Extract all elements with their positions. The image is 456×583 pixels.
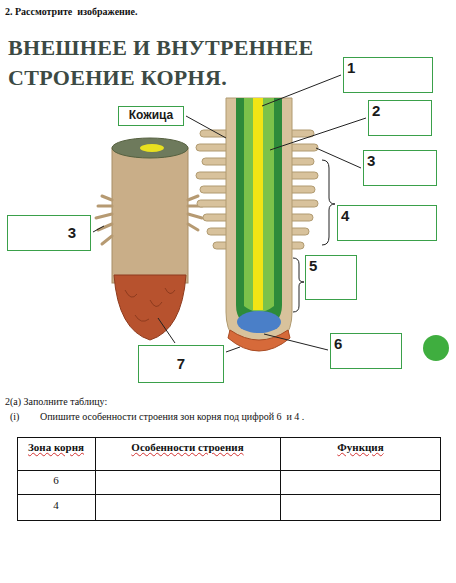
- root-cut: [112, 138, 188, 158]
- green-dot: [423, 335, 449, 361]
- root-hairs: [96, 196, 202, 244]
- table-rule: [95, 437, 96, 521]
- leader-line: [270, 118, 366, 150]
- label-box: 5: [305, 255, 357, 300]
- root-cortex: [236, 98, 282, 329]
- label-box: 6: [330, 333, 402, 369]
- leader-line: [264, 334, 328, 350]
- label-box: 4: [337, 205, 437, 241]
- label-box: 1: [343, 57, 433, 93]
- table-rule: [280, 437, 281, 521]
- table-border: [18, 438, 441, 521]
- callout-number: 1: [347, 59, 429, 76]
- table-header: Зона корня: [20, 441, 92, 454]
- table-cell: 4: [20, 499, 92, 512]
- label-box: 3: [363, 150, 437, 186]
- root-skin: [226, 98, 292, 350]
- callout-number: 5: [309, 257, 353, 274]
- leader-lines: [93, 75, 366, 352]
- callout-number: 7: [177, 355, 185, 372]
- task-heading: 2. Рассмотрите изображение.: [5, 6, 138, 18]
- diagram-title: ВНЕШНЕЕ И ВНУТРЕННЕЕ СТРОЕНИЕ КОРНЯ.: [8, 33, 353, 93]
- leader-line: [262, 75, 341, 106]
- callout-number: Кожица: [129, 109, 174, 123]
- table-rule: [17, 494, 441, 495]
- inner-layer: [244, 98, 274, 312]
- zone-bracket: [322, 160, 335, 245]
- callout-number: 2: [372, 102, 428, 119]
- callout-number: 3: [68, 224, 76, 241]
- callout-number: 4: [341, 207, 433, 224]
- table-cell: 6: [20, 474, 92, 487]
- table-rule: [17, 470, 441, 471]
- callout-number: 3: [367, 152, 433, 169]
- label-box: Кожица: [118, 106, 184, 126]
- task-text: 2(а) Заполните таблицу:: [5, 396, 107, 408]
- root-hair: [196, 144, 230, 151]
- root-hair: [196, 172, 230, 179]
- root-body: [112, 148, 188, 283]
- table-header: Особенности строения: [98, 441, 277, 454]
- cap-texture: [125, 288, 175, 321]
- task-text: Опишите особенности строения зон корня п…: [40, 411, 304, 423]
- leader-line: [226, 347, 240, 352]
- root-cap: [114, 275, 186, 340]
- central-cylinder: [140, 144, 164, 152]
- label-box: 2: [368, 100, 432, 136]
- leader-line: [93, 226, 104, 232]
- callout-number: 6: [334, 335, 398, 352]
- answer-table: [17, 437, 441, 521]
- leader-line: [186, 116, 226, 138]
- leader-line: [316, 148, 361, 168]
- table-header: Функция: [283, 441, 438, 454]
- label-box: 7: [138, 345, 224, 383]
- item-number: (i): [10, 411, 19, 423]
- right-root: [196, 98, 318, 351]
- leader-line: [158, 318, 175, 343]
- root-hair: [197, 200, 230, 207]
- central-cylinder: [253, 98, 263, 310]
- zone-bracket: [293, 258, 304, 312]
- label-box: 3: [7, 215, 91, 251]
- left-root: [96, 138, 202, 340]
- growth-zone: [237, 311, 281, 333]
